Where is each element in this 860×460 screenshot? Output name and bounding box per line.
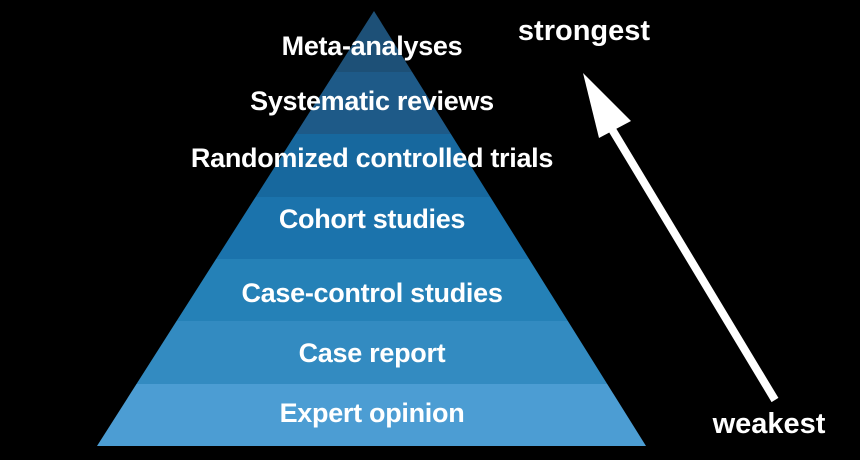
weakest-label: weakest — [712, 408, 826, 440]
pyramid-level-label-rct: Randomized controlled trials — [190, 143, 554, 173]
arrow-shaft — [606, 123, 779, 403]
pyramid-band — [97, 321, 646, 384]
pyramid-level-label-meta-analyses: Meta-analyses — [281, 31, 463, 61]
pyramid-level-label-expert-opinion: Expert opinion — [279, 398, 465, 428]
pyramid-level-label-case-report: Case report — [298, 338, 446, 368]
strongest-label: strongest — [517, 15, 651, 47]
pyramid-level-label-case-control: Case-control studies — [241, 278, 503, 308]
pyramid-level-label-systematic-reviews: Systematic reviews — [250, 86, 494, 116]
pyramid-band — [97, 384, 646, 446]
pyramid-level-label-cohort-studies: Cohort studies — [278, 204, 466, 234]
arrow-head — [583, 73, 631, 138]
